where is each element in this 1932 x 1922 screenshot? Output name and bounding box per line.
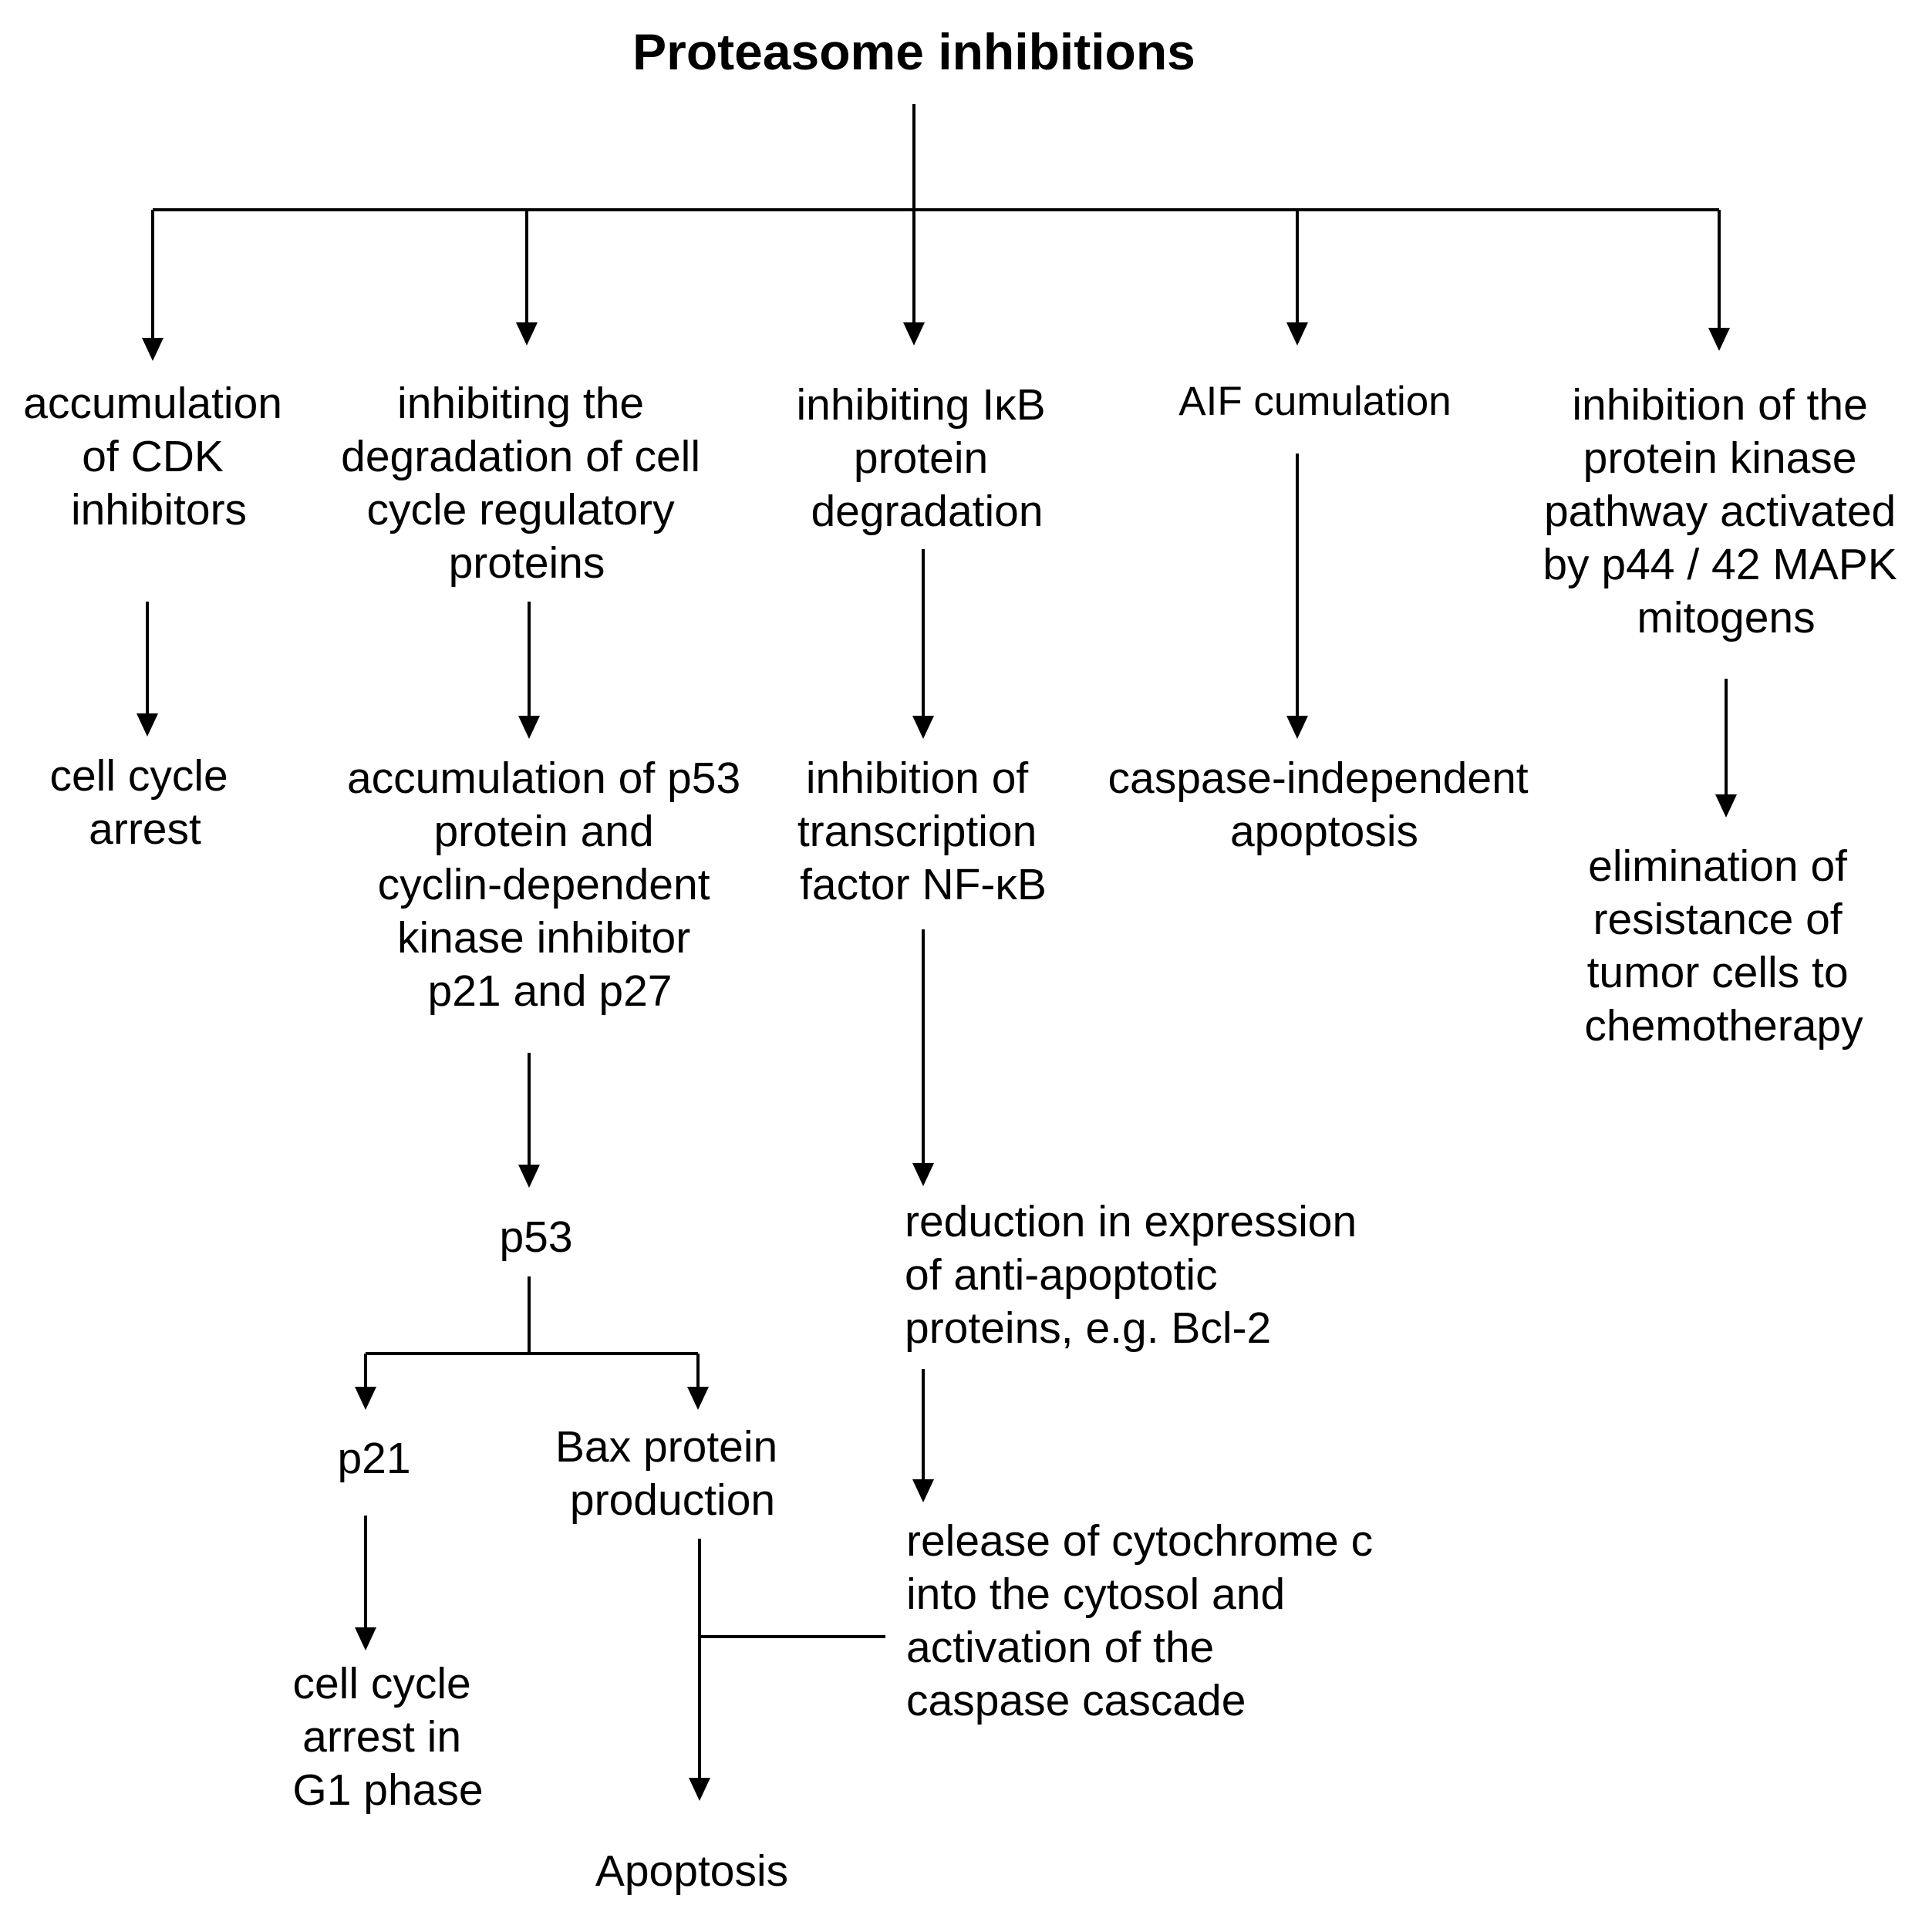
node-antiapoptotic-reduction: reduction in expression of anti-apoptoti… bbox=[905, 1197, 1369, 1353]
arrowhead-p53 bbox=[518, 1165, 540, 1188]
arrowhead-nfkb bbox=[912, 716, 934, 739]
node-aif-cumulation: AIF cumulation bbox=[1178, 379, 1451, 424]
node-cdk-accumulation: accumulation of CDK inhibitors bbox=[23, 379, 295, 534]
node-inhibiting-degradation: inhibiting the degradation of cell cycle… bbox=[341, 379, 713, 588]
connector-lines bbox=[146, 104, 1728, 1778]
arrowhead-chemo bbox=[1715, 794, 1737, 818]
node-p53-accumulation: accumulation of p53 protein and cyclin-d… bbox=[347, 754, 753, 1016]
node-apoptosis: Apoptosis bbox=[595, 1846, 788, 1896]
node-bax-production: Bax protein production bbox=[555, 1422, 790, 1525]
arrowhead-p21 bbox=[355, 1387, 376, 1410]
node-chemo-resistance: elimination of resistance of tumor cells… bbox=[1584, 841, 1863, 1050]
arrowhead-branch-3 bbox=[903, 322, 925, 346]
arrowhead-apoptosis bbox=[689, 1778, 710, 1801]
arrowhead-cytochrome bbox=[912, 1479, 934, 1502]
arrowhead-bax bbox=[687, 1387, 709, 1410]
arrowhead-cell-cycle-arrest bbox=[137, 713, 158, 737]
arrowhead-caspase-independent bbox=[1286, 716, 1308, 739]
arrowhead-branch-2 bbox=[516, 322, 538, 346]
node-g1-arrest: cell cycle arrest in G1 phase bbox=[292, 1659, 483, 1815]
node-ikb-inhibition: inhibiting IκB protein degradation bbox=[796, 380, 1057, 536]
arrowhead-branch-5 bbox=[1708, 328, 1730, 351]
diagram-title: Proteasome inhibitions bbox=[632, 23, 1195, 80]
arrowhead-g1-arrest bbox=[355, 1627, 376, 1651]
node-p53: p53 bbox=[499, 1212, 572, 1262]
node-nfkb-inhibition: inhibition of transcription factor NF-κB bbox=[797, 754, 1049, 909]
arrowhead-reduction bbox=[912, 1163, 934, 1186]
arrowhead-branch-4 bbox=[1286, 322, 1308, 346]
arrowhead-branch-1 bbox=[142, 338, 164, 361]
arrowhead-p53-accumulation bbox=[518, 716, 540, 739]
node-cell-cycle-arrest: cell cycle arrest bbox=[49, 751, 240, 854]
node-mapk-inhibition: inhibition of the protein kinase pathway… bbox=[1543, 380, 1909, 642]
arrowheads bbox=[137, 322, 1737, 1801]
node-caspase-independent: caspase-independent apoptosis bbox=[1108, 754, 1541, 856]
node-cytochrome-release: release of cytochrome c into the cytosol… bbox=[906, 1516, 1385, 1725]
node-p21: p21 bbox=[337, 1434, 410, 1483]
